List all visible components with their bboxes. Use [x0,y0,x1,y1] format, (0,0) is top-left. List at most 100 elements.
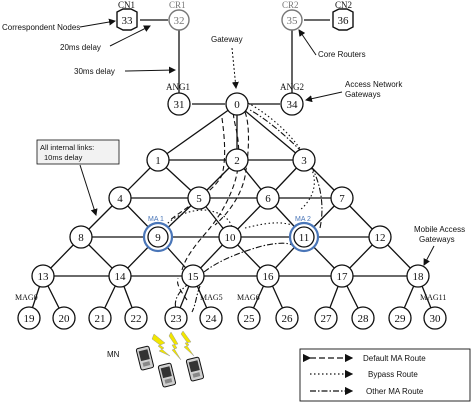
legend-other-route: Other MA Route [310,386,424,396]
node-36 [332,8,354,31]
node-label-26: 26 [282,313,294,325]
node-24 [199,306,223,330]
ma1-tag: MA 1 [148,216,164,223]
node-label-21: 21 [95,313,106,325]
node-label-16: 16 [263,271,275,283]
node-29 [388,306,412,330]
node-20 [52,306,76,330]
node-label-31: 31 [174,99,185,111]
legend-bypass-route-label: Bypass Route [368,370,418,379]
node-3 [292,148,316,172]
correspondent-nodes-label: Correspondent Nodes [2,23,80,32]
legend-default-route-label: Default MA Route [363,354,426,363]
ang1-tag: ANG1 [166,82,190,92]
node-22 [124,306,148,330]
nodes [17,8,447,330]
node-label-10: 10 [225,232,237,244]
ang2-tag: ANG2 [280,82,304,92]
node-label-32: 32 [174,15,185,27]
lightning-icon [168,331,182,361]
node-25 [237,306,261,330]
delay-30-label: 30ms delay [74,67,115,76]
node-tags: CN1 CR1 CR2 CN2 ANG1 ANG2 MA 1 MA 2 MAG0… [15,0,446,302]
node-label-25: 25 [244,313,256,325]
node-label-13: 13 [38,271,50,283]
mag0-tag: MAG0 [15,293,38,302]
node-21 [88,306,112,330]
node-label-5: 5 [196,193,202,205]
node-label-8: 8 [78,232,84,244]
mag11-tag: MAG11 [420,293,446,302]
node-16 [256,264,280,288]
node-label-1: 1 [155,155,161,167]
node-9 [147,226,169,248]
node-18 [406,264,430,288]
internal-links-line-2: 10ms delay [44,153,83,162]
bypass-route [164,102,315,231]
node-label-18: 18 [413,271,425,283]
mn-label: MN [107,350,120,359]
ma2-tag: MA 2 [295,216,311,223]
phone-icon [185,356,205,382]
node-labels: 33 32 35 36 31 0 34 1 2 3 4 5 6 7 8 9 10… [24,15,442,325]
node-11 [293,226,315,248]
node-label-22: 22 [131,313,142,325]
node-19 [17,306,41,330]
access-network-gateways-label-2: Gateways [345,90,381,99]
internal-links-box [36,139,120,165]
node-8 [69,225,93,249]
core-routers-label: Core Routers [318,50,366,59]
node-label-3: 3 [301,155,307,167]
node-0 [225,92,249,116]
node-6 [256,186,280,210]
node-label-6: 6 [265,193,271,205]
phone-icon [157,362,177,388]
mobile-access-gateways-label-1: Mobile Access [414,225,465,234]
node-label-14: 14 [115,271,127,283]
node-23 [164,306,188,330]
cn1-tag: CN1 [118,0,135,10]
node-label-11: 11 [299,232,310,244]
lightning-icon [180,330,195,357]
node-1 [146,148,170,172]
node-label-19: 19 [24,313,36,325]
node-7 [330,186,354,210]
node-label-23: 23 [171,313,183,325]
mobile-access-gateways-label-2: Gateways [419,235,455,244]
node-33 [116,8,138,31]
node-15 [181,264,205,288]
delay-20-label: 20ms delay [60,43,101,52]
node-label-0: 0 [234,99,240,111]
node-34 [280,92,304,116]
node-28 [351,306,375,330]
annotations: Correspondent Nodes 20ms delay 30ms dela… [2,18,465,359]
node-31 [167,92,191,116]
node-32 [168,9,190,31]
access-network-gateways-label-1: Access Network [345,80,403,89]
mag5-tag: MAG5 [200,293,223,302]
cr1-tag: CR1 [169,0,186,10]
node-label-28: 28 [358,313,370,325]
cn2-tag: CN2 [335,0,352,10]
legend-default-route: Default MA Route [302,353,426,363]
legend: Default MA Route Bypass Route Other MA R… [299,348,471,402]
node-label-9: 9 [155,232,161,244]
node-label-24: 24 [206,313,218,325]
phone-icon [135,345,155,371]
node-30 [423,306,447,330]
mag6-tag: MAG6 [237,293,260,302]
internal-links-line-1: All internal links: [40,143,94,152]
node-10 [218,225,242,249]
node-13 [31,264,55,288]
node-27 [314,306,338,330]
node-label-36: 36 [338,15,350,27]
core-links [140,19,330,105]
default-ma-route [169,111,250,301]
legend-other-route-label: Other MA Route [366,387,424,396]
node-label-4: 4 [117,193,123,205]
node-label-2: 2 [234,155,240,167]
node-5 [187,186,211,210]
mobile-nodes [135,330,205,388]
node-17 [330,264,354,288]
node-label-7: 7 [339,193,345,205]
